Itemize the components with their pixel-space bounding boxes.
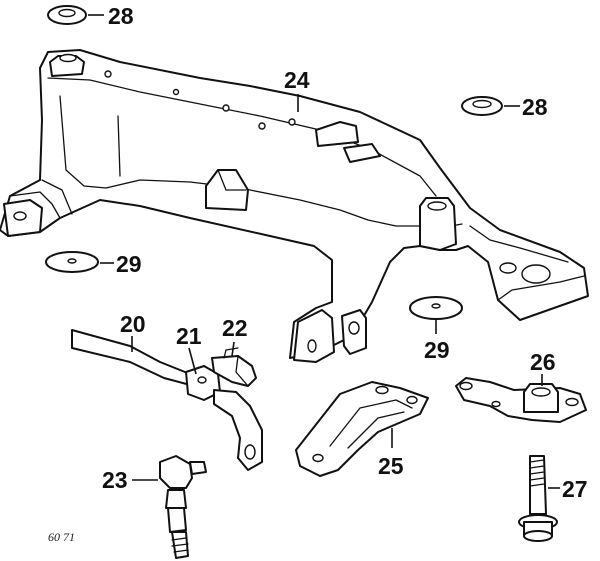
callout-29-left: 29 [116,251,142,277]
diagram-code: 60 71 [48,530,75,544]
transmission-mount-bracket-25[interactable] [295,381,429,477]
callout-23: 23 [102,467,128,493]
leader-lines [88,14,560,489]
rubber-washer-29-right[interactable] [409,296,463,320]
callout-28-right: 28 [522,94,548,120]
callout-28-top: 28 [108,3,134,29]
callout-27: 27 [562,476,588,502]
callout-24: 24 [284,67,310,93]
callout-29-right: 29 [424,337,450,363]
callout-21: 21 [176,323,202,349]
rubber-bushing-28-top[interactable] [47,5,87,25]
stabilizer-bracket-21[interactable] [185,365,263,471]
mount-plate-26[interactable] [455,377,587,423]
stabilizer-link-23[interactable] [159,455,207,559]
callout-20: 20 [120,311,146,337]
subframe-24[interactable] [0,49,589,363]
callout-26: 26 [530,349,556,375]
callout-22: 22 [222,315,248,341]
rubber-washer-29-left[interactable] [45,251,99,273]
rubber-bushing-28-right[interactable] [461,96,503,116]
flange-bolt-27[interactable] [518,455,558,542]
stabilizer-clamp-22[interactable] [211,347,257,387]
callout-25: 25 [378,453,404,479]
